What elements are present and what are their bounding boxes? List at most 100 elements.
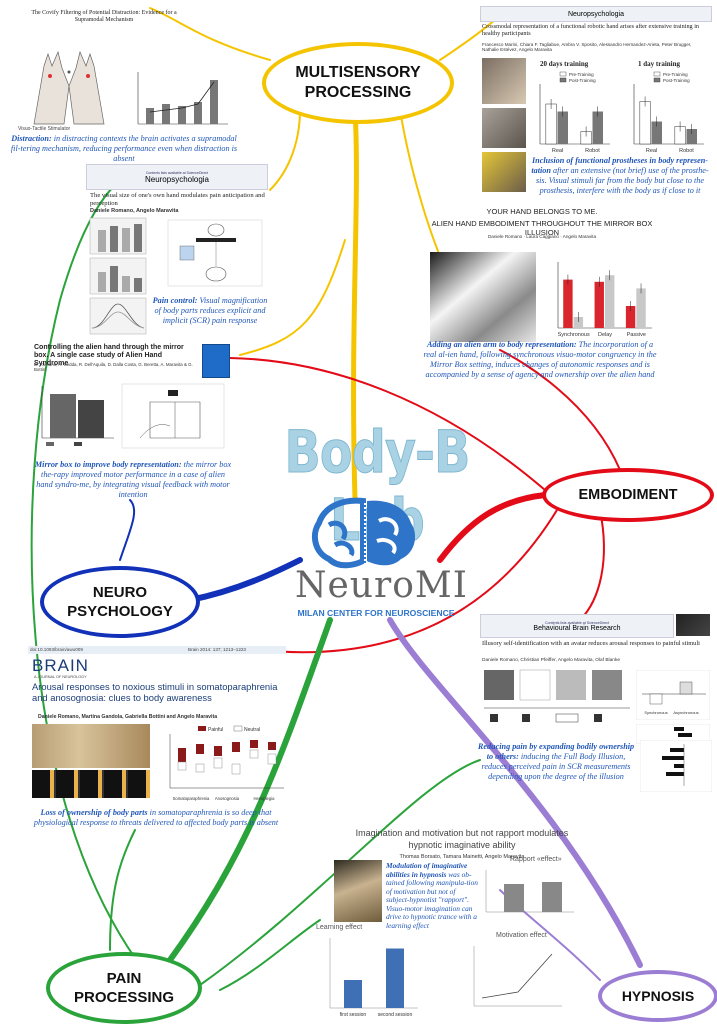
- paper-brain-journal: BRAIN: [32, 656, 89, 676]
- visualsize-bar: [110, 266, 118, 292]
- paper-alienhand-authors: Daniele Romano · Laura Caggiano · Angelo…: [426, 234, 658, 239]
- neuromi-logo-sub: MILAN CENTER FOR NEUROSCIENCE: [292, 608, 460, 618]
- paper-illusory: Contents lists available at ScienceDirec…: [480, 614, 712, 744]
- crossmodal-legend-label: Pre-Training: [569, 72, 594, 77]
- brain-scan-images: [32, 770, 150, 798]
- learning-tick-label: second session: [378, 1012, 413, 1018]
- crossmodal-1d-tick-label: Robot: [679, 148, 694, 154]
- mirrorbox-setup-diagram: [120, 382, 226, 450]
- rapport-chart-title: Rapport «effect»: [510, 856, 562, 863]
- crossmodal-legend-swatch: [654, 78, 660, 82]
- learning-bar-chart: first sessionsecond session: [312, 932, 424, 1022]
- crossmodal-legend-swatch: [560, 78, 566, 82]
- brain-group-label: Anosognosia: [215, 796, 240, 801]
- brain-neutral-bar: [268, 754, 276, 764]
- covify-bar: [210, 80, 218, 124]
- brain-painful-bar: [250, 740, 258, 748]
- node-embodiment[interactable]: EMBODIMENT: [542, 468, 714, 522]
- paper-illusory-journal-bar: Contents lists available at ScienceDirec…: [480, 614, 674, 638]
- illusory-tick-label: Synchronous: [644, 710, 667, 715]
- crossmodal-legend-label: Pre-Training: [663, 72, 688, 77]
- paper-alienhand-caption: Adding an alien arm to body representati…: [420, 340, 660, 380]
- paper-hypnosis: Imagination and motivation but not rappo…: [312, 828, 612, 1024]
- mirrorbox-bar: [50, 394, 76, 438]
- visualsize-bar: [110, 226, 118, 252]
- brain-painful-bar: [196, 744, 204, 754]
- crossmodal-chart2-title: 1 day training: [638, 60, 680, 68]
- crossmodal-legend-label: Post-Training: [663, 78, 690, 83]
- paper-mirrorbox-authors: D. Romano, A. Sedda, R. Dell'Aquila, D. …: [34, 362, 194, 372]
- brain-painful-bar: [232, 742, 240, 752]
- paper-hypnosis-title1: Imagination and motivation but not rappo…: [312, 828, 612, 838]
- yellow-line-to-visualsize: [270, 110, 300, 190]
- visualsize-bar: [98, 230, 106, 252]
- node-multisensory-processing[interactable]: MULTISENSORY PROCESSING: [262, 42, 454, 124]
- paper-covify-title: The Covify Filtering of Potential Distra…: [24, 10, 184, 24]
- illusory-stimuli-diagram: [482, 668, 632, 740]
- rapport-bar: [504, 884, 524, 912]
- node-neuro-line2: PSYCHOLOGY: [67, 602, 173, 622]
- node-pain-processing[interactable]: PAIN PROCESSING: [46, 952, 202, 1024]
- paper-brain-title: Arousal responses to noxious stimuli in …: [32, 682, 282, 704]
- paper-crossmodal-journal-bar: Neuropsychologia: [480, 6, 712, 22]
- paper-visualsize-title: The visual size of one's own hand modula…: [90, 192, 266, 207]
- crossmodal-1d-bar: [640, 102, 651, 145]
- node-hypnosis[interactable]: HYPNOSIS: [598, 970, 717, 1022]
- illusory-cover-icon: [676, 614, 710, 636]
- mirrorbox-bar-chart: [34, 382, 118, 450]
- illusory-bar: [680, 682, 692, 694]
- paper-hypnosis-caption-text: was ob-tained following manipula-tion of…: [386, 870, 478, 930]
- alienhand-bar: [605, 275, 614, 328]
- paper-mirrorbox-caption: Mirror box to improve body representatio…: [32, 460, 234, 500]
- brain-legend-label: Neutral: [244, 727, 260, 733]
- alienhand-bar: [636, 288, 645, 328]
- paper-mirrorbox-caption-bold: Mirror box to improve body representatio…: [35, 460, 182, 469]
- brain-group-label: Somatoparaphrenia: [173, 796, 210, 801]
- node-neuropsychology[interactable]: NEURO PSYCHOLOGY: [40, 566, 200, 638]
- crossmodal-20d-tick-label: Real: [552, 148, 563, 154]
- paper-illusory-caption: Reducing pain by expanding bodily owners…: [476, 742, 636, 782]
- paper-visualsize-caption-bold: Pain control:: [153, 296, 198, 305]
- rapport-bar-chart: [480, 868, 578, 920]
- visualsize-bar: [98, 272, 106, 292]
- covify-bar: [146, 108, 154, 124]
- paper-covify-caption: Distraction: in distracting contexts the…: [8, 134, 240, 164]
- brain-legend-label: Painful: [208, 727, 223, 733]
- neuromi-logo-text: NeuroMI: [295, 568, 455, 604]
- paper-covify-caption-bold: Distraction:: [11, 134, 52, 143]
- brain-legend-swatch: [198, 726, 206, 731]
- crossmodal-1d-tick-label: Real: [646, 148, 657, 154]
- visualsize-bar: [122, 276, 130, 292]
- paper-brain-caption: Loss of ownership of body parts in somat…: [18, 808, 294, 828]
- illusory-tick-label: Asynchronous: [673, 710, 698, 715]
- paper-hypnosis-title2: hypnotic imaginative ability: [312, 840, 612, 850]
- paper-hypnosis-caption: Modulation of imaginative abilities in h…: [386, 862, 478, 931]
- paper-brain-authors: Daniele Romano, Martina Gandola, Gabriel…: [38, 714, 217, 720]
- paper-visualsize: Contents lists available at ScienceDirec…: [86, 164, 268, 340]
- covify-bar: [162, 104, 170, 124]
- paper-visualsize-journal-bar: Contents lists available at ScienceDirec…: [86, 164, 268, 190]
- alienhand-tick-label: Passive: [627, 332, 646, 338]
- paper-visualsize-journal: Neuropsychologia: [145, 175, 209, 184]
- paper-alienhand-title1: YOUR HAND BELONGS TO ME.: [426, 208, 658, 217]
- brain-neutral-bar: [250, 750, 258, 758]
- red-line-to-illusory: [580, 510, 604, 620]
- brain-legend-swatch: [234, 726, 242, 731]
- visualsize-charts: [88, 216, 148, 336]
- paper-brain-caption-bold: Loss of ownership of body parts: [40, 808, 147, 817]
- learning-bar: [386, 949, 404, 1009]
- node-hypnosis-label: HYPNOSIS: [622, 988, 694, 1004]
- illusory-bar: [650, 694, 662, 704]
- node-pain-line2: PROCESSING: [74, 988, 174, 1008]
- node-multisensory-line1: MULTISENSORY: [295, 63, 420, 83]
- brain-painful-bar: [268, 742, 276, 750]
- paper-brain: doi:10.1093/brain/awu009 Brain 2014: 137…: [28, 646, 288, 806]
- illusory-bar-chart: Synchronous Asynchronous: [636, 670, 710, 720]
- paper-alienhand-caption-bold: Adding an alien arm to body representati…: [427, 340, 577, 349]
- green-line-to-brain: [110, 830, 135, 950]
- visualsize-bar: [134, 224, 142, 252]
- paper-illusory-authors: Daniele Romano, Christian Pfeiffer, Ange…: [482, 658, 620, 663]
- crossmodal-20d-tick-label: Robot: [585, 148, 600, 154]
- brain-neutral-bar: [178, 762, 186, 770]
